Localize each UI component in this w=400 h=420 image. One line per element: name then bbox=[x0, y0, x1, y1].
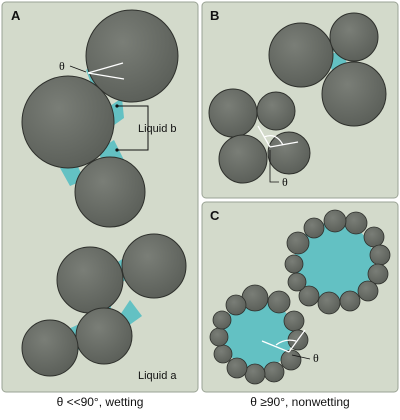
particle bbox=[339, 290, 361, 312]
particle bbox=[329, 12, 379, 62]
angle-arc bbox=[263, 135, 284, 146]
particle bbox=[267, 131, 311, 175]
particle-ring bbox=[284, 209, 391, 315]
particle bbox=[213, 344, 233, 364]
particle bbox=[317, 291, 341, 315]
contact-angle-line bbox=[261, 340, 290, 353]
particle bbox=[263, 361, 285, 383]
liquid-b-bracket bbox=[117, 105, 149, 151]
particle bbox=[21, 319, 79, 377]
liquid-pool bbox=[294, 222, 374, 302]
particle bbox=[268, 22, 334, 88]
particle bbox=[280, 349, 302, 371]
particle bbox=[298, 285, 320, 307]
particle bbox=[121, 233, 187, 299]
liquid-a-label: Liquid a bbox=[138, 370, 177, 382]
particle bbox=[367, 263, 389, 285]
theta-label-c: θ bbox=[313, 351, 319, 365]
theta-leader bbox=[69, 65, 87, 73]
particle bbox=[226, 357, 248, 379]
particle bbox=[321, 61, 387, 127]
particle bbox=[225, 294, 247, 316]
particle bbox=[286, 231, 310, 255]
particle bbox=[284, 254, 304, 274]
particle bbox=[363, 226, 385, 248]
particle bbox=[323, 209, 347, 233]
caption-nonwetting: θ ≥90°, nonwetting bbox=[250, 395, 350, 409]
liquid-b-label: Liquid b bbox=[138, 123, 177, 135]
particle bbox=[75, 307, 133, 365]
caption-wetting: θ <<90°, wetting bbox=[56, 395, 144, 409]
particle bbox=[21, 75, 115, 169]
particle bbox=[209, 327, 229, 347]
panel-c bbox=[209, 209, 391, 385]
particle bbox=[283, 310, 305, 332]
particle bbox=[369, 244, 391, 266]
particle bbox=[303, 217, 325, 239]
panel-b-label: B bbox=[210, 8, 219, 23]
panel-c-label: C bbox=[210, 208, 220, 223]
theta-label-b: θ bbox=[282, 175, 288, 189]
particle bbox=[208, 88, 258, 138]
particle bbox=[85, 9, 179, 103]
particle-ring bbox=[209, 284, 309, 385]
particle bbox=[244, 363, 266, 385]
panel-a bbox=[21, 9, 187, 377]
particle bbox=[287, 272, 307, 292]
theta-label-a: θ bbox=[59, 59, 65, 73]
particle bbox=[256, 91, 296, 131]
contact-angle-line bbox=[288, 329, 306, 353]
contact-angle-line bbox=[87, 62, 124, 74]
particle bbox=[74, 156, 146, 228]
panel-b bbox=[208, 12, 387, 184]
theta-leader bbox=[291, 354, 311, 360]
contact-angle-line bbox=[269, 141, 299, 148]
angle-arc bbox=[275, 339, 297, 346]
bracket-dot bbox=[115, 104, 119, 108]
contact-angle-line bbox=[87, 72, 125, 80]
particle bbox=[267, 290, 291, 314]
theta-leader bbox=[269, 150, 279, 183]
particle bbox=[344, 211, 368, 235]
particle bbox=[56, 246, 124, 314]
panel-a-label: A bbox=[11, 8, 21, 23]
particle bbox=[218, 134, 268, 184]
particle bbox=[212, 310, 232, 330]
liquid-pool bbox=[223, 299, 293, 369]
bracket-dot bbox=[115, 148, 119, 152]
particle bbox=[357, 280, 379, 302]
